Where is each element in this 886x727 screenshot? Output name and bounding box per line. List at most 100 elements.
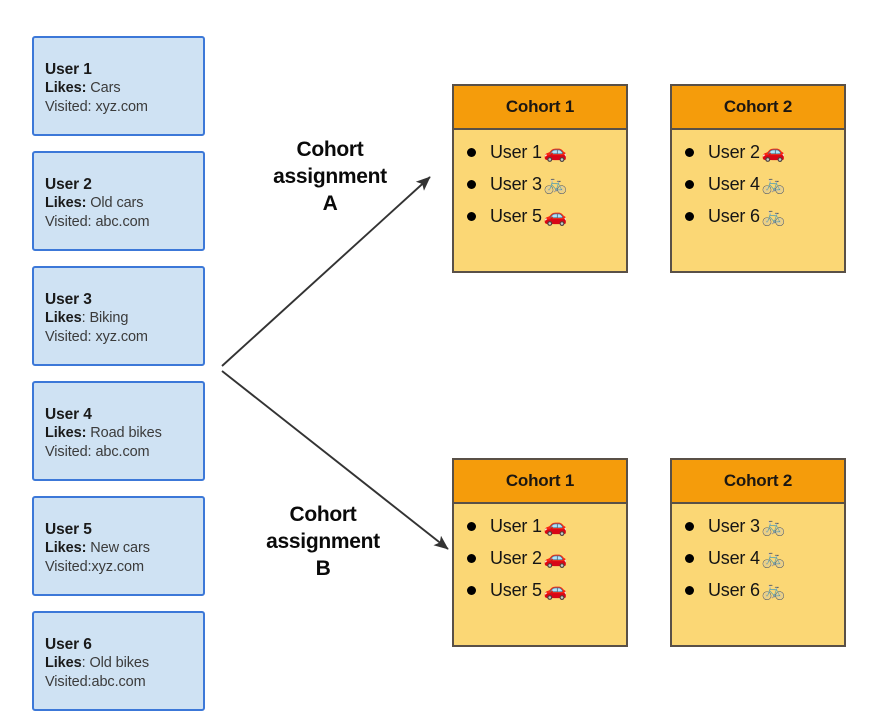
- cohort-member-label: User 5: [490, 205, 542, 226]
- cohort-member-label: User 4: [708, 547, 760, 568]
- cohort-title: Cohort 2: [672, 460, 844, 504]
- likes-value: Road bikes: [90, 425, 162, 441]
- cohort-box-a1: Cohort 1 User 1 🚗 User 3 🚲 User 5 🚗: [452, 84, 628, 273]
- cohort-member-label: User 6: [708, 205, 760, 226]
- bike-icon: 🚲: [761, 579, 786, 601]
- bullet-icon: [685, 521, 694, 531]
- likes-label: Likes:: [45, 540, 87, 556]
- car-icon: 🚗: [543, 205, 568, 227]
- bullet-icon: [467, 521, 476, 531]
- visited-value: xyz.com: [91, 559, 145, 575]
- visited-value: abc.com: [91, 674, 146, 690]
- car-icon: 🚗: [543, 141, 568, 163]
- likes-value: New cars: [90, 540, 150, 556]
- cohort-member: User 5 🚗: [454, 574, 626, 606]
- visited-label: Visited:: [45, 99, 92, 115]
- likes-value: Cars: [90, 80, 121, 96]
- user-visited: Visited:abc.com: [45, 673, 203, 692]
- user-name: User 4: [45, 406, 92, 423]
- bike-icon: 🚲: [543, 173, 568, 195]
- car-icon: 🚗: [543, 547, 568, 569]
- cohort-member: User 2 🚗: [454, 542, 626, 574]
- cohort-member-label: User 2: [708, 141, 760, 162]
- visited-label: Visited:: [45, 329, 92, 345]
- cohort-box-b1: Cohort 1 User 1 🚗 User 2 🚗 User 5 🚗: [452, 458, 628, 647]
- cohort-member-label: User 3: [490, 173, 542, 194]
- cohort-member-label: User 2: [490, 547, 542, 568]
- cohort-member: User 6 🚲: [672, 200, 844, 232]
- visited-value: xyz.com: [95, 99, 148, 115]
- user-name: User 2: [45, 176, 92, 193]
- cohort-member-label: User 4: [708, 173, 760, 194]
- cohort-member: User 4 🚲: [672, 168, 844, 200]
- cohort-member: User 3 🚲: [672, 510, 844, 542]
- user-visited: Visited: xyz.com: [45, 98, 203, 117]
- bike-icon: 🚲: [761, 205, 786, 227]
- cohort-member-label: User 1: [490, 141, 542, 162]
- cohort-title: Cohort 1: [454, 460, 626, 504]
- cohort-member: User 2 🚗: [672, 136, 844, 168]
- bullet-icon: [467, 553, 476, 563]
- cohort-member-list: User 3 🚲 User 4 🚲 User 6 🚲: [672, 504, 844, 606]
- user-card: User 3 Likes: Biking Visited: xyz.com: [32, 266, 205, 366]
- user-likes: Likes: Biking: [45, 309, 203, 328]
- user-card: User 6 Likes: Old bikes Visited:abc.com: [32, 611, 205, 711]
- assignment-b-label-line3: B: [315, 557, 331, 580]
- cohort-member-label: User 6: [708, 579, 760, 600]
- cohort-member: User 3 🚲: [454, 168, 626, 200]
- likes-label: Likes:: [45, 195, 87, 211]
- bullet-icon: [685, 147, 694, 157]
- assignment-a-label-line3: A: [322, 192, 338, 215]
- user-likes: Likes: Road bikes: [45, 424, 203, 443]
- bullet-icon: [685, 179, 694, 189]
- likes-label: Likes:: [45, 425, 87, 441]
- user-visited: Visited: xyz.com: [45, 328, 203, 347]
- bullet-icon: [467, 179, 476, 189]
- cohort-member-label: User 3: [708, 515, 760, 536]
- assignment-a-label-line1: Cohort: [296, 138, 364, 161]
- assignment-b-label-line1: Cohort: [289, 503, 357, 526]
- user-name: User 6: [45, 636, 92, 653]
- user-card: User 4 Likes: Road bikes Visited: abc.co…: [32, 381, 205, 481]
- visited-label: Visited:: [45, 559, 92, 575]
- cohort-member-label: User 1: [490, 515, 542, 536]
- cohort-member: User 6 🚲: [672, 574, 844, 606]
- bullet-icon: [685, 553, 694, 563]
- cohort-member-list: User 1 🚗 User 2 🚗 User 5 🚗: [454, 504, 626, 606]
- visited-value: abc.com: [95, 214, 150, 230]
- car-icon: 🚗: [761, 141, 786, 163]
- bike-icon: 🚲: [761, 173, 786, 195]
- visited-value: xyz.com: [95, 329, 148, 345]
- likes-value: : Biking: [81, 310, 129, 326]
- bullet-icon: [685, 585, 694, 595]
- likes-label: Likes:: [45, 80, 87, 96]
- visited-value: abc.com: [95, 444, 150, 460]
- user-card: User 1 Likes: Cars Visited: xyz.com: [32, 36, 205, 136]
- cohort-member-list: User 1 🚗 User 3 🚲 User 5 🚗: [454, 130, 626, 232]
- user-name: User 1: [45, 61, 92, 78]
- car-icon: 🚗: [543, 579, 568, 601]
- assignment-b-label: Cohort assignment B: [228, 501, 418, 582]
- cohort-box-b2: Cohort 2 User 3 🚲 User 4 🚲 User 6 🚲: [670, 458, 846, 647]
- cohort-member-list: User 2 🚗 User 4 🚲 User 6 🚲: [672, 130, 844, 232]
- visited-label: Visited:: [45, 444, 92, 460]
- assignment-a-label: Cohort assignment A: [235, 136, 425, 217]
- cohort-member-label: User 5: [490, 579, 542, 600]
- bike-icon: 🚲: [761, 515, 786, 537]
- user-visited: Visited: abc.com: [45, 213, 203, 232]
- cohort-member: User 5 🚗: [454, 200, 626, 232]
- user-name: User 3: [45, 291, 92, 308]
- cohort-member: User 1 🚗: [454, 510, 626, 542]
- assignment-b-label-line2: assignment: [266, 530, 380, 553]
- cohort-title: Cohort 1: [454, 86, 626, 130]
- user-likes: Likes: New cars: [45, 539, 203, 558]
- bullet-icon: [467, 147, 476, 157]
- user-visited: Visited: abc.com: [45, 443, 203, 462]
- user-card: User 5 Likes: New cars Visited:xyz.com: [32, 496, 205, 596]
- user-likes: Likes: Old cars: [45, 194, 203, 213]
- likes-value: Old cars: [90, 195, 144, 211]
- user-likes: Likes: Old bikes: [45, 654, 203, 673]
- bullet-icon: [467, 211, 476, 221]
- assignment-a-label-line2: assignment: [273, 165, 387, 188]
